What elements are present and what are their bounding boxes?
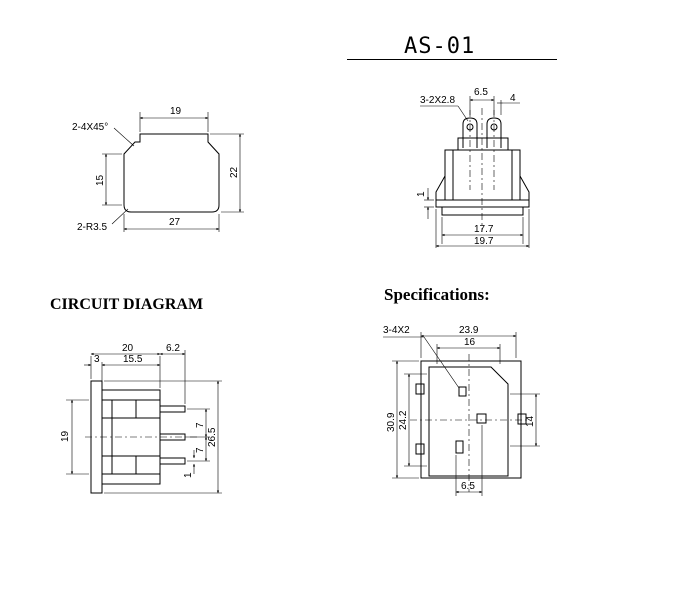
front-view: 3-4X2 23.9 16 30.9 24.2 14 6.5 — [383, 325, 540, 496]
circuit-diagram-heading: CIRCUIT DIAGRAM — [50, 296, 204, 313]
cutout-dim-top: 19 — [170, 106, 182, 117]
front-dim-height-inner: 24.2 — [398, 410, 409, 430]
side-dim-pitch: 6.5 — [474, 87, 488, 98]
front-housing — [428, 366, 509, 477]
front-slot-note: 3-4X2 — [383, 325, 410, 336]
cutout-dim-right: 22 — [229, 166, 240, 178]
profile-dim-pitch-b: 7 — [195, 447, 206, 453]
cutout-radius-note: 2-R3.5 — [77, 222, 107, 233]
side-dim-terminal: 4 — [510, 93, 516, 104]
circuit-profile-view: 20 6.2 15.5 3 19 7 7 26.5 1 — [60, 343, 222, 494]
panel-cutout-view: 19 27 15 22 2-4X45° 2-R3.5 — [72, 106, 244, 233]
side-flange — [435, 199, 530, 208]
side-body — [444, 149, 521, 201]
side-terminal-note: 3-2X2.8 — [420, 95, 455, 106]
cutout-chamfer-note: 2-4X45° — [72, 122, 108, 133]
cutout-outline — [123, 133, 220, 213]
side-view: 6.5 4 3-2X2.8 1 17.7 19.7 — [416, 87, 530, 248]
specifications-heading: Specifications: — [384, 285, 490, 304]
front-dim-height-outer: 30.9 — [386, 412, 397, 432]
profile-dim-pin-thick: 1 — [183, 472, 194, 478]
page-title: AS-01 — [404, 34, 476, 59]
cutout-dim-bottom: 27 — [169, 217, 181, 228]
front-dim-width: 23.9 — [459, 325, 479, 336]
front-dim-inner-width: 16 — [464, 337, 476, 348]
profile-dim-overall: 26.5 — [207, 427, 218, 447]
profile-pin-top — [159, 405, 186, 413]
front-flange — [420, 360, 522, 479]
title-underline — [347, 59, 557, 60]
slot-top — [458, 386, 467, 397]
profile-dim-flange: 3 — [94, 354, 100, 365]
profile-dim-body: 15.5 — [123, 354, 143, 365]
cutout-dim-left: 15 — [95, 174, 106, 186]
front-dim-right: 14 — [525, 415, 536, 427]
profile-dim-height: 19 — [60, 430, 71, 442]
side-dim-flange: 1 — [416, 191, 427, 197]
terminal-right — [486, 117, 502, 148]
profile-dim-pin: 6.2 — [166, 343, 180, 354]
slot-bottom — [455, 440, 464, 454]
slot-right — [476, 413, 487, 424]
side-dim-inner: 17.7 — [474, 224, 494, 235]
terminal-left — [462, 117, 478, 148]
profile-dim-pitch-a: 7 — [195, 422, 206, 428]
front-dim-bottom: 6.5 — [461, 481, 475, 492]
profile-pin-bottom — [159, 457, 186, 465]
profile-dim-total: 20 — [122, 343, 134, 354]
side-dim-outer: 19.7 — [474, 236, 494, 247]
